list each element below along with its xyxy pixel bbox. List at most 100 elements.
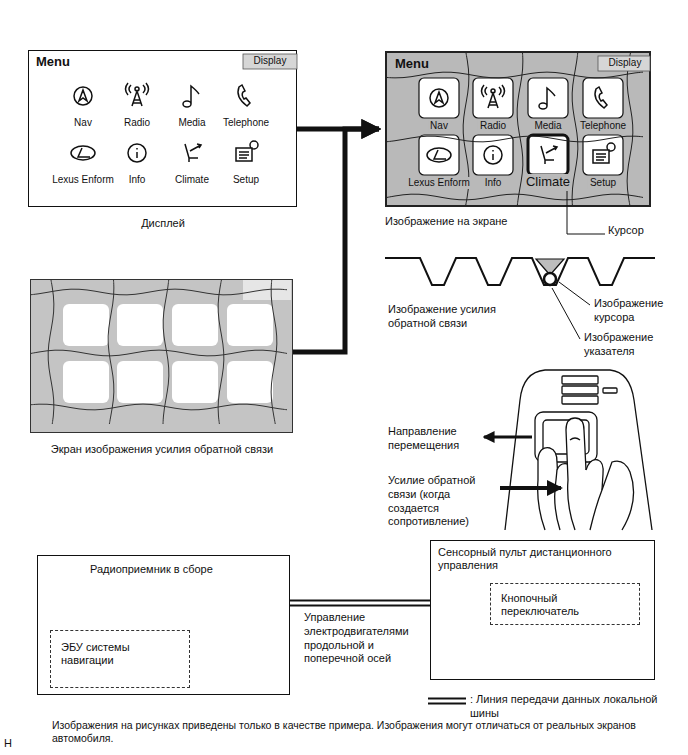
drawing-part (517, 53, 523, 205)
icon-tile (583, 78, 623, 118)
menu-item-label: Media (178, 117, 205, 129)
icon-tile (419, 78, 459, 118)
menu-icon (126, 83, 149, 106)
menu-icon (183, 86, 199, 107)
arrow-label: Направление перемещения (388, 425, 480, 453)
callout-label: Изображение курсора (594, 297, 682, 325)
icon-tile (583, 135, 623, 175)
arrow-label: Усилие обратной связи (когда создается с… (388, 474, 498, 529)
drawing-part (172, 361, 218, 403)
box-title: Радиоприемник в сборе (90, 563, 280, 576)
menu-item-label: Info (483, 177, 504, 189)
drawing-part (387, 194, 643, 200)
remote-hand-drawing (505, 370, 652, 530)
menu-item-label: Nav (74, 117, 92, 129)
cursor-circle (544, 273, 556, 285)
icon-tile (473, 135, 513, 175)
caption-text: Экран изображения усилия обратной связи (51, 443, 273, 456)
force-arrow (500, 486, 561, 490)
drawing-part (31, 289, 287, 295)
direction-arrow (484, 436, 532, 439)
callout-label: Изображение указателя (584, 331, 682, 359)
drawing-part (117, 304, 163, 346)
ecu-box: ЭБУ системы навигации (50, 630, 190, 688)
flow-arrow (293, 129, 379, 352)
display-button (598, 56, 650, 71)
drawing-part (48, 280, 54, 424)
menu-item-label: Climate (175, 174, 209, 186)
menu-icon (74, 87, 92, 105)
menu-icon (185, 144, 201, 162)
menu-icon (238, 85, 250, 106)
menu-item-label: Setup (588, 177, 618, 189)
icon-tile (528, 78, 568, 118)
drawing-part (172, 304, 218, 346)
drawing-part (227, 361, 273, 403)
caption-text: Изображение на экране (385, 215, 507, 228)
drawing-part (31, 404, 287, 410)
drawing-part (31, 350, 287, 356)
display-screen: MenuDisplayNavRadioMediaTelephoneLexus E… (28, 50, 297, 207)
menu-item-label: Lexus Enform (52, 174, 114, 186)
menu-icon (71, 146, 95, 160)
legend-text: : Линия передачи данных локальной шины (470, 693, 665, 721)
leader-line (559, 282, 590, 305)
screen-image: MenuDisplayNavRadioMediaTelephoneLexus E… (385, 51, 651, 207)
icon-tile (419, 135, 459, 175)
icon-tile (473, 78, 513, 118)
leader-line (552, 288, 580, 339)
menu-icon (128, 144, 146, 162)
menu-icon (539, 88, 555, 109)
drawing-part (387, 72, 643, 78)
menu-icon (484, 146, 502, 164)
drawing-part (566, 418, 586, 530)
menu-item-label: Nav (428, 120, 450, 132)
callout-label: Курсор (608, 224, 644, 238)
drawing-part (562, 386, 598, 394)
menu-item-label: Setup (233, 174, 259, 186)
drawing-part (227, 304, 273, 346)
touch-remote-box: Сенсорный пульт дистанционного управлени… (430, 540, 655, 680)
bus-line (290, 602, 430, 605)
menu-icon (430, 89, 448, 107)
drawing-part (271, 280, 277, 424)
menu-icon (427, 148, 451, 162)
button-label: Display (254, 55, 287, 67)
menu-item-label: Telephone (578, 120, 628, 132)
menu-icon (593, 143, 615, 163)
node-decoration (31, 280, 294, 434)
drawing-part (590, 461, 634, 530)
grid-tile (243, 280, 291, 300)
connector-line (293, 129, 379, 352)
box-title: ЭБУ системы навигации (61, 641, 181, 667)
bus-line-sample (428, 700, 466, 703)
caption-text: Дисплей (141, 217, 185, 230)
menu-item-label: Climate (524, 174, 572, 190)
menu-item-label: Radio (478, 120, 508, 132)
menu-item-label: Radio (124, 117, 150, 129)
menu-item-label: Telephone (223, 117, 269, 129)
drawing-part (387, 136, 643, 142)
leader-line (567, 191, 605, 234)
figure-label: Изображение усилия обратной связи (388, 303, 513, 331)
connector-label: Управление электродвигателями продольной… (304, 611, 429, 666)
drawing-part (603, 388, 617, 393)
drawing-part (570, 438, 580, 440)
screen-title: Menu (393, 56, 431, 72)
menu-icon (541, 146, 557, 164)
drawing-part (218, 280, 224, 424)
button-label: Display (609, 57, 642, 69)
drawing-part (63, 304, 109, 346)
menu-item-label: Media (532, 120, 563, 132)
feedback-tiles (63, 304, 273, 403)
drawing-part (117, 361, 163, 403)
menu-icon (482, 85, 505, 108)
feedback-grid (387, 53, 643, 205)
bus-line (290, 600, 430, 607)
note-caption: Изображения на рисунках приведены только… (52, 719, 637, 745)
box-title: Кнопочный переключатель (501, 592, 631, 618)
bus-line-sample (428, 698, 466, 705)
figure-code: H (4, 737, 12, 751)
menu-icon (236, 141, 258, 161)
drawing-part (108, 280, 114, 424)
